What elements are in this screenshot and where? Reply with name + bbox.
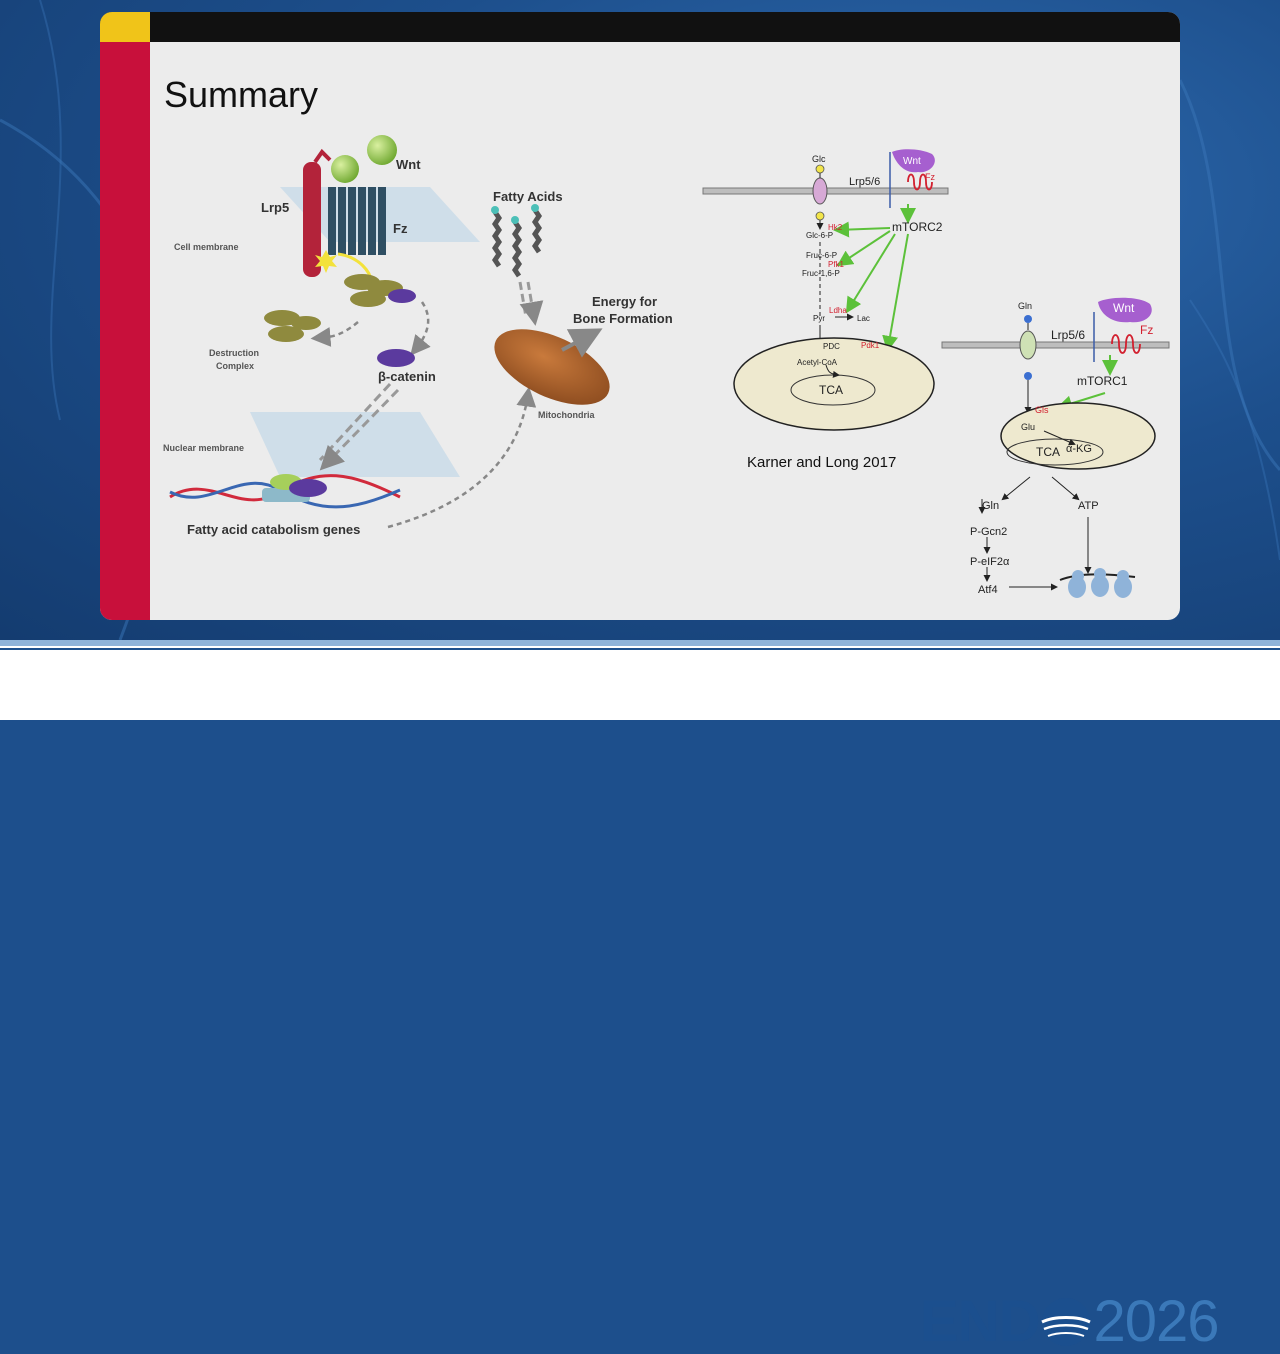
beta-catenin-label: β-catenin bbox=[378, 369, 436, 384]
globe-icon bbox=[1041, 1298, 1092, 1346]
wnt-fatty-acid-diagram: Wnt Lrp5 Fz Cell membrane Destruction Co… bbox=[163, 135, 673, 537]
pdk1-label: Pdk1 bbox=[861, 341, 880, 350]
fatty-acids-label: Fatty Acids bbox=[493, 189, 563, 204]
glycolysis-diagram: Glc Lrp5/6 Wnt Fz mTORC2 Hk2 Glc-6-P Fru… bbox=[702, 149, 949, 431]
slide-title: Summary bbox=[164, 74, 319, 115]
citation: Karner and Long 2017 bbox=[747, 454, 897, 471]
pyr-label: Pyr bbox=[813, 314, 825, 323]
wnt-ligand bbox=[331, 155, 359, 183]
mtorc1-label: mTORC1 bbox=[1077, 374, 1128, 388]
mitochondria-label: Mitochondria bbox=[538, 410, 595, 420]
gln-down-label: Gln bbox=[982, 500, 999, 512]
wnt-label-right: Wnt bbox=[1113, 301, 1135, 315]
cell-membrane-label: Cell membrane bbox=[174, 242, 239, 252]
atf4-label: Atf4 bbox=[978, 584, 998, 596]
mtorc2-label: mTORC2 bbox=[892, 220, 943, 234]
nuclear-membrane-plane bbox=[250, 412, 460, 477]
energy-label-1: Energy for bbox=[592, 294, 657, 309]
destruction-complex-free bbox=[264, 310, 321, 342]
tca-label-right: TCA bbox=[1036, 445, 1060, 459]
fz-label-right: Fz bbox=[1140, 323, 1153, 337]
ribosomes bbox=[1068, 568, 1132, 598]
destruction-complex-membrane bbox=[344, 274, 416, 307]
tca-label-mid: TCA bbox=[819, 383, 843, 397]
endo-logo: END 2026 bbox=[920, 1289, 1220, 1354]
fruc16p-label: Fruc-1,6-P bbox=[802, 269, 840, 278]
glc-label: Glc bbox=[812, 154, 826, 164]
acetylcoa-label: Acetyl-CoA bbox=[797, 358, 838, 367]
fz-receptor bbox=[328, 187, 386, 255]
tca-cycle-right bbox=[1006, 438, 1104, 466]
glu-label: Glu bbox=[1021, 422, 1035, 432]
gls-label: Gls bbox=[1035, 405, 1049, 415]
footer-rule-thin bbox=[0, 648, 1280, 650]
footer-rule bbox=[0, 640, 1280, 646]
glutamine-mitochondrion bbox=[1000, 402, 1156, 470]
hk2-label: Hk2 bbox=[828, 223, 843, 232]
mitochondria-shape bbox=[494, 329, 610, 405]
fz-label-mid: Fz bbox=[925, 172, 935, 182]
slide-side-bar bbox=[100, 42, 150, 620]
lac-label: Lac bbox=[857, 314, 870, 323]
pdc-label: PDC bbox=[823, 342, 840, 351]
fz-receptor-mid bbox=[907, 173, 933, 191]
lrp5-label: Lrp5 bbox=[261, 200, 289, 215]
slide-top-bar bbox=[100, 12, 1180, 42]
logo-text-year: 2026 bbox=[1093, 1289, 1219, 1354]
nuclear-membrane-label: Nuclear membrane bbox=[163, 443, 244, 453]
fz-label: Fz bbox=[393, 221, 408, 236]
phosphorylation-star bbox=[315, 250, 337, 273]
beta-catenin-protein bbox=[377, 349, 415, 367]
pfk1-label: Pfk1 bbox=[828, 260, 845, 269]
energy-label-2: Bone Formation bbox=[573, 311, 673, 326]
glutamine-transporter bbox=[1019, 330, 1037, 360]
genes-label: Fatty acid catabolism genes bbox=[187, 522, 360, 537]
fatty-acid-chains bbox=[491, 204, 543, 278]
wnt-ligand-free bbox=[367, 135, 397, 165]
fz-receptor-right bbox=[1111, 334, 1141, 354]
peif2a-label: P-eIF2α bbox=[970, 556, 1010, 568]
gln-label: Gln bbox=[1018, 301, 1032, 311]
wnt-label-mid: Wnt bbox=[903, 156, 921, 167]
ldha-label: Ldha bbox=[829, 306, 847, 315]
wnt-label: Wnt bbox=[396, 157, 421, 172]
glutamine-diagram: Gln Lrp5/6 Wnt Fz mTORC1 Gls Glu TCA α-K… bbox=[941, 297, 1170, 598]
lrp56-label-mid: Lrp5/6 bbox=[849, 176, 880, 188]
lrp5-receptor bbox=[303, 162, 321, 277]
slide: Summary bbox=[100, 12, 1180, 620]
akg-label: α-KG bbox=[1066, 443, 1092, 455]
wnt-ligand-mid bbox=[892, 149, 935, 173]
atp-label: ATP bbox=[1078, 500, 1099, 512]
logo-text-endo: END bbox=[920, 1289, 1040, 1354]
glutamine-membrane bbox=[941, 341, 1170, 349]
destruction-complex-label-1: Destruction bbox=[209, 348, 259, 358]
beta-catenin-nuclear bbox=[289, 479, 327, 497]
glc6p-label: Glc-6-P bbox=[806, 231, 833, 240]
pgcn2-label: P-Gcn2 bbox=[970, 526, 1007, 538]
footer: END 2026 bbox=[0, 640, 1280, 1351]
lrp56-label-right: Lrp5/6 bbox=[1051, 328, 1085, 342]
slide-corner-accent bbox=[100, 12, 150, 42]
wnt-ligand-right bbox=[1098, 297, 1152, 323]
destruction-complex-label-2: Complex bbox=[216, 361, 254, 371]
glycolysis-mitochondrion bbox=[733, 337, 935, 431]
fruc6p-label: Fruc-6-P bbox=[806, 251, 837, 260]
